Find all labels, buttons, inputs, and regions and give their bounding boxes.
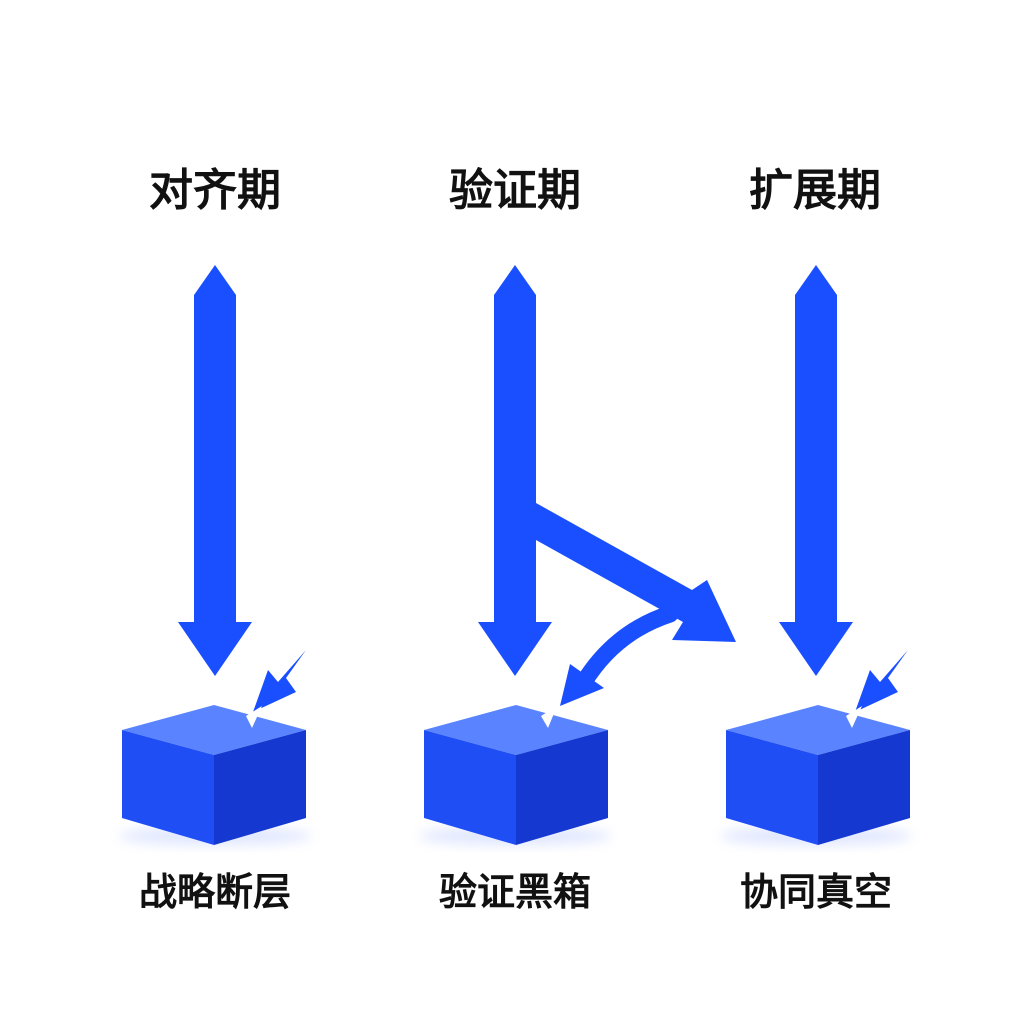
- down-arrow-icon: [779, 265, 853, 676]
- phase-title-1: 对齐期: [149, 165, 281, 216]
- branch-diagonal-arrow-icon: [536, 503, 736, 642]
- cube-icon: [424, 705, 608, 845]
- column-3: 扩展期 协同真空: [720, 165, 912, 914]
- problem-label-2: 验证黑箱: [439, 870, 591, 914]
- curved-arrow-head-icon: [560, 664, 604, 706]
- column-2: 验证期 验证黑箱: [419, 165, 736, 914]
- diagonal-arrow-icon: [253, 650, 306, 712]
- curved-arrow-icon: [575, 605, 679, 691]
- phase-title-2: 验证期: [449, 165, 581, 216]
- diagonal-arrow-icon: [855, 650, 908, 712]
- down-arrow-icon: [178, 265, 252, 676]
- problem-label-1: 战略断层: [139, 870, 291, 914]
- column-1: 对齐期 战略断层: [119, 165, 311, 914]
- phase-title-3: 扩展期: [749, 165, 881, 216]
- cube-icon: [122, 705, 306, 845]
- down-arrow-icon: [478, 265, 552, 676]
- cube-icon: [726, 705, 910, 845]
- problem-label-3: 协同真空: [740, 870, 892, 914]
